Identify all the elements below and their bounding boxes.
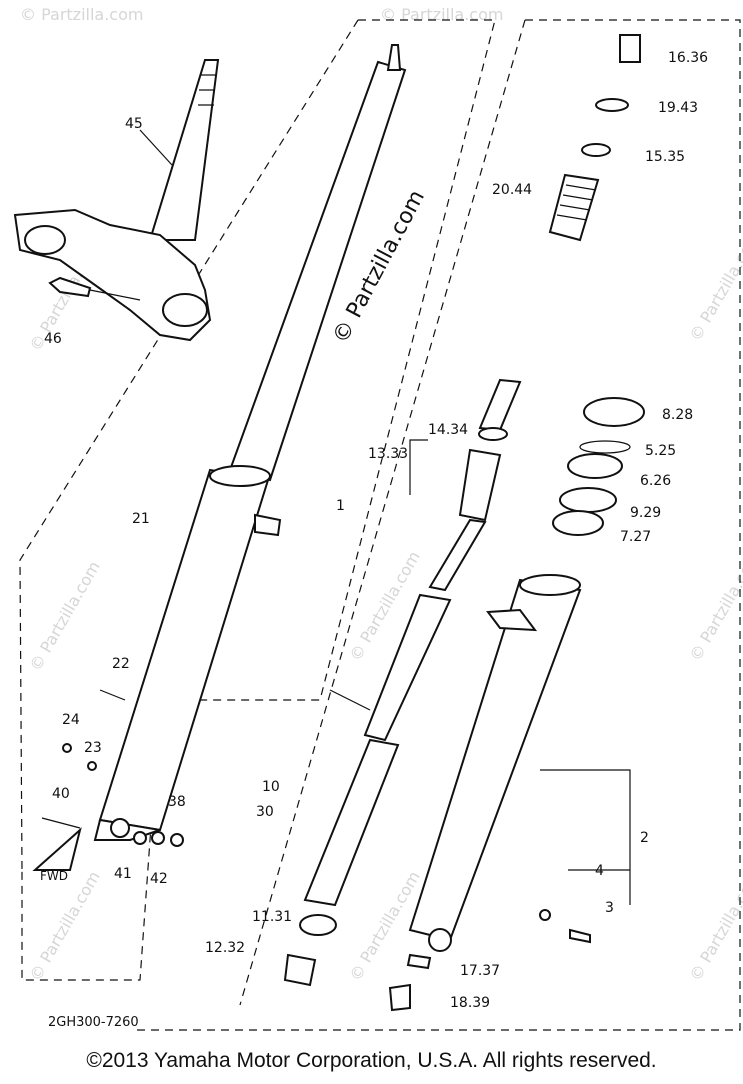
left-outer-tube-top [209, 465, 271, 487]
right-outer-tube-top [519, 574, 581, 596]
callout-label: 8.28 [662, 407, 693, 423]
oil-seal-6 [567, 453, 623, 479]
callout-label: 45 [125, 116, 143, 132]
callout-label: 4 [595, 863, 604, 879]
watermark-text: © Partzilla.com [26, 868, 104, 984]
nut-42 [170, 833, 184, 847]
left-assembly-outline-2 [19, 19, 359, 871]
callout-label: 1 [336, 498, 345, 514]
steering-stem-shaft [148, 59, 220, 241]
callout-label: 24 [62, 712, 80, 728]
cap-bolt-16 [619, 34, 641, 63]
callout-label: 22 [112, 656, 130, 672]
spacer-tube-upper [363, 593, 452, 742]
watermark-text: © Partzilla.com [20, 5, 143, 24]
callout-label: 6.26 [640, 473, 671, 489]
callout-label: 30 [256, 804, 274, 820]
leader-46 [89, 289, 141, 301]
bracket-bolt [48, 276, 92, 298]
callout-label: 15.35 [645, 149, 685, 165]
callout-label: 3 [605, 900, 614, 916]
washer-38 [151, 831, 165, 845]
right-caliper-mount [486, 608, 538, 632]
part-4 [539, 909, 551, 921]
oil-lock-11 [299, 914, 337, 936]
bracket-clamp-left [24, 225, 66, 255]
gasket-23 [87, 761, 97, 771]
bracket-13 [409, 439, 428, 495]
spring-upper-coils [556, 184, 597, 221]
right-assembly-outline [132, 19, 741, 1031]
damper-piston [458, 448, 502, 522]
steering-stem [13, 59, 220, 342]
callout-label: 18.39 [450, 995, 490, 1011]
callout-label: 10 [262, 779, 280, 795]
bolt-18 [388, 983, 411, 1012]
watermark-text: © Partzilla.com [380, 5, 503, 24]
callout-label: 12.32 [205, 940, 245, 956]
bracket-clamp-right [162, 293, 208, 327]
fwd-arrow [32, 827, 82, 871]
diagram-code: 2GH300-7260 [48, 1015, 139, 1030]
washer-9 [559, 487, 617, 513]
rebound-spring [478, 378, 522, 432]
washer-41 [133, 831, 147, 845]
left-fork [32, 44, 407, 871]
fwd-label: FWD [40, 869, 68, 883]
callout-label: 40 [52, 786, 70, 802]
callout-label: 14.34 [428, 422, 468, 438]
callout-label: 7.27 [620, 529, 651, 545]
callout-label: 16.36 [668, 50, 708, 66]
left-caliper-mount [254, 513, 282, 537]
watermark-text: © Partzilla.com [26, 558, 104, 674]
callout-labels: 45 46 21 22 24 23 40 38 41 42 16.36 19.4… [40, 50, 708, 1030]
clip-5 [579, 440, 631, 454]
dust-seal-8 [583, 397, 645, 427]
center-components [283, 173, 600, 987]
left-outer-tube [98, 468, 270, 832]
left-tube-top-nipple [386, 44, 402, 71]
seat-12 [283, 953, 317, 987]
watermark-text: © Partzilla.com [686, 548, 743, 664]
right-assembly-outline-2 [239, 19, 526, 1006]
watermark-text: © Partzilla.com [686, 228, 743, 344]
screw-3 [569, 928, 591, 944]
left-axle-bore [110, 818, 130, 838]
callout-label: 20.44 [492, 182, 532, 198]
bracket-2 [540, 769, 631, 905]
callout-label: 21 [132, 511, 150, 527]
right-fork [388, 34, 645, 1012]
copyright-notice: ©2013 Yamaha Motor Corporation, U.S.A. A… [86, 1049, 657, 1072]
bolt-40 [41, 817, 81, 829]
screw-24 [62, 743, 72, 753]
bushing-7 [552, 510, 604, 536]
callout-label: 13.33 [368, 446, 408, 462]
ring-14 [478, 427, 508, 441]
callout-label: 42 [150, 871, 168, 887]
watermark-text: © Partzilla.com [686, 868, 743, 984]
circlip-19 [595, 98, 629, 112]
leader-10 [329, 689, 371, 711]
callout-label: 23 [84, 740, 102, 756]
leader-22 [99, 689, 126, 701]
callout-label: 46 [44, 331, 62, 347]
callout-label: 9.29 [630, 505, 661, 521]
spacer-tube-lower [303, 738, 400, 907]
gasket-17 [406, 953, 432, 970]
callout-label: 5.25 [645, 443, 676, 459]
right-axle-bore [428, 928, 452, 952]
callout-label: 19.43 [658, 100, 698, 116]
callout-label: 11.31 [252, 909, 292, 925]
washer-15 [581, 143, 611, 157]
callout-label: 17.37 [460, 963, 500, 979]
callout-label: 38 [168, 794, 186, 810]
callout-label: 41 [114, 866, 132, 882]
right-outer-tube [408, 578, 582, 942]
stem-thread [198, 74, 216, 106]
leader-45 [139, 129, 173, 166]
damper-rod [428, 518, 487, 592]
callout-label: 2 [640, 830, 649, 846]
